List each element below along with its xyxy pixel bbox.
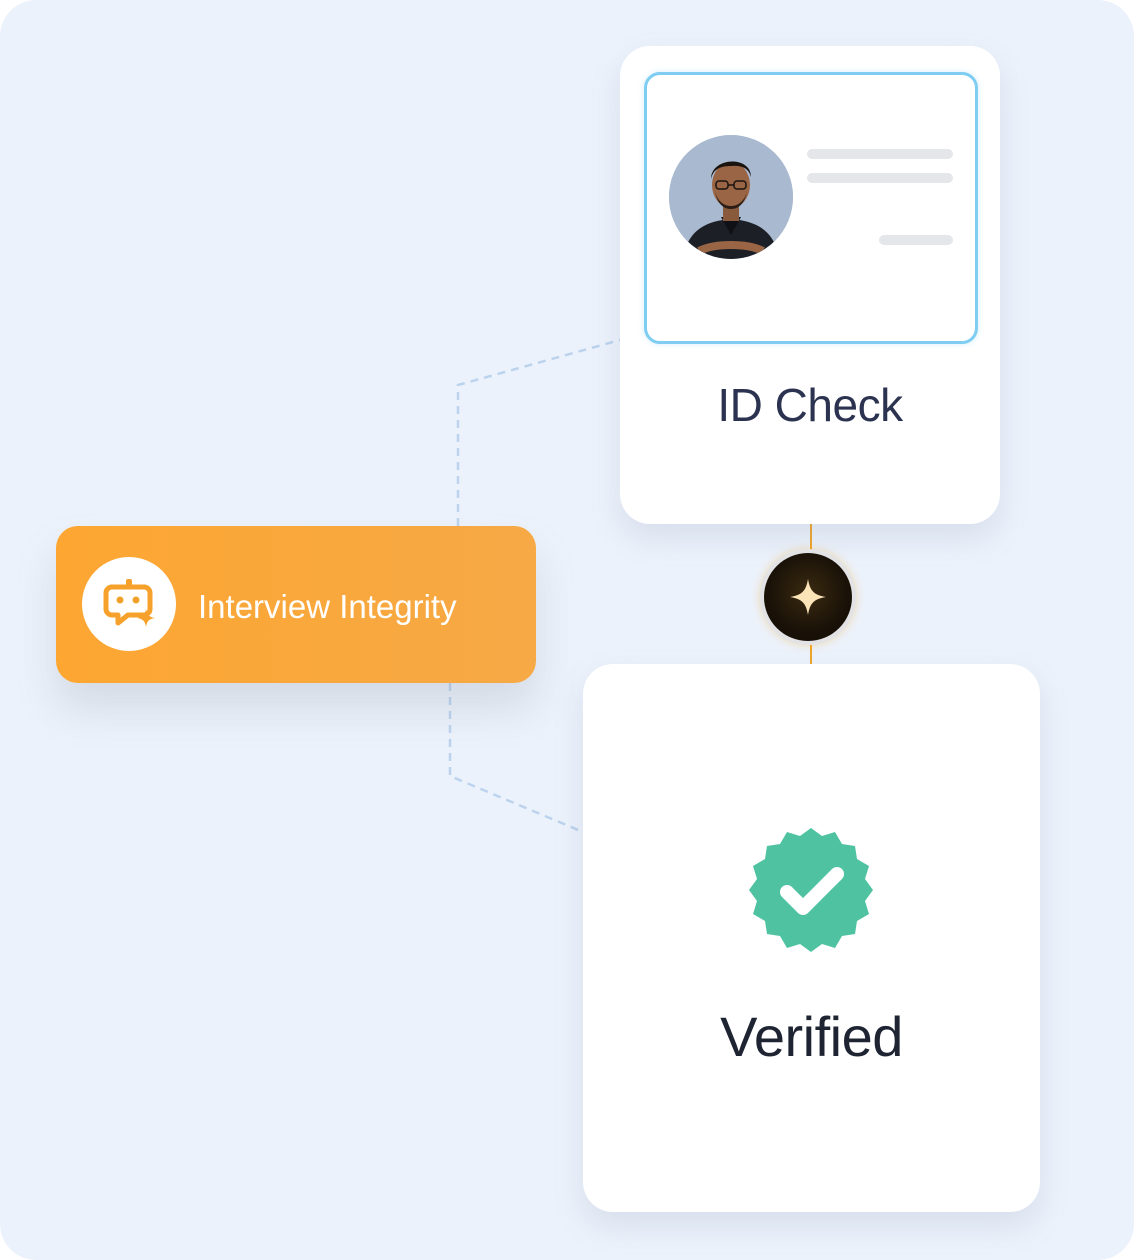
person-avatar-icon	[669, 135, 793, 259]
dashed-connector-to-verified	[448, 683, 584, 834]
id-check-card: ID Check	[620, 46, 1000, 524]
interview-integrity-label: Interview Integrity	[198, 588, 457, 625]
sparkle-icon	[790, 579, 826, 615]
verified-title: Verified	[720, 1005, 903, 1068]
verified-card: Verified	[583, 664, 1040, 1212]
interview-integrity-card: Interview Integrity	[56, 526, 536, 683]
placeholder-text-line	[879, 235, 953, 245]
sparkle-connector-node	[764, 553, 852, 641]
placeholder-text-line	[807, 149, 953, 159]
id-check-title: ID Check	[717, 379, 903, 431]
placeholder-text-line	[807, 173, 953, 183]
dashed-connector-to-id-check	[456, 338, 621, 526]
id-document	[644, 72, 978, 344]
ai-assistant-icon	[103, 579, 155, 627]
ai-assistant-icon-container	[82, 557, 176, 651]
verified-badge-icon	[749, 828, 873, 952]
